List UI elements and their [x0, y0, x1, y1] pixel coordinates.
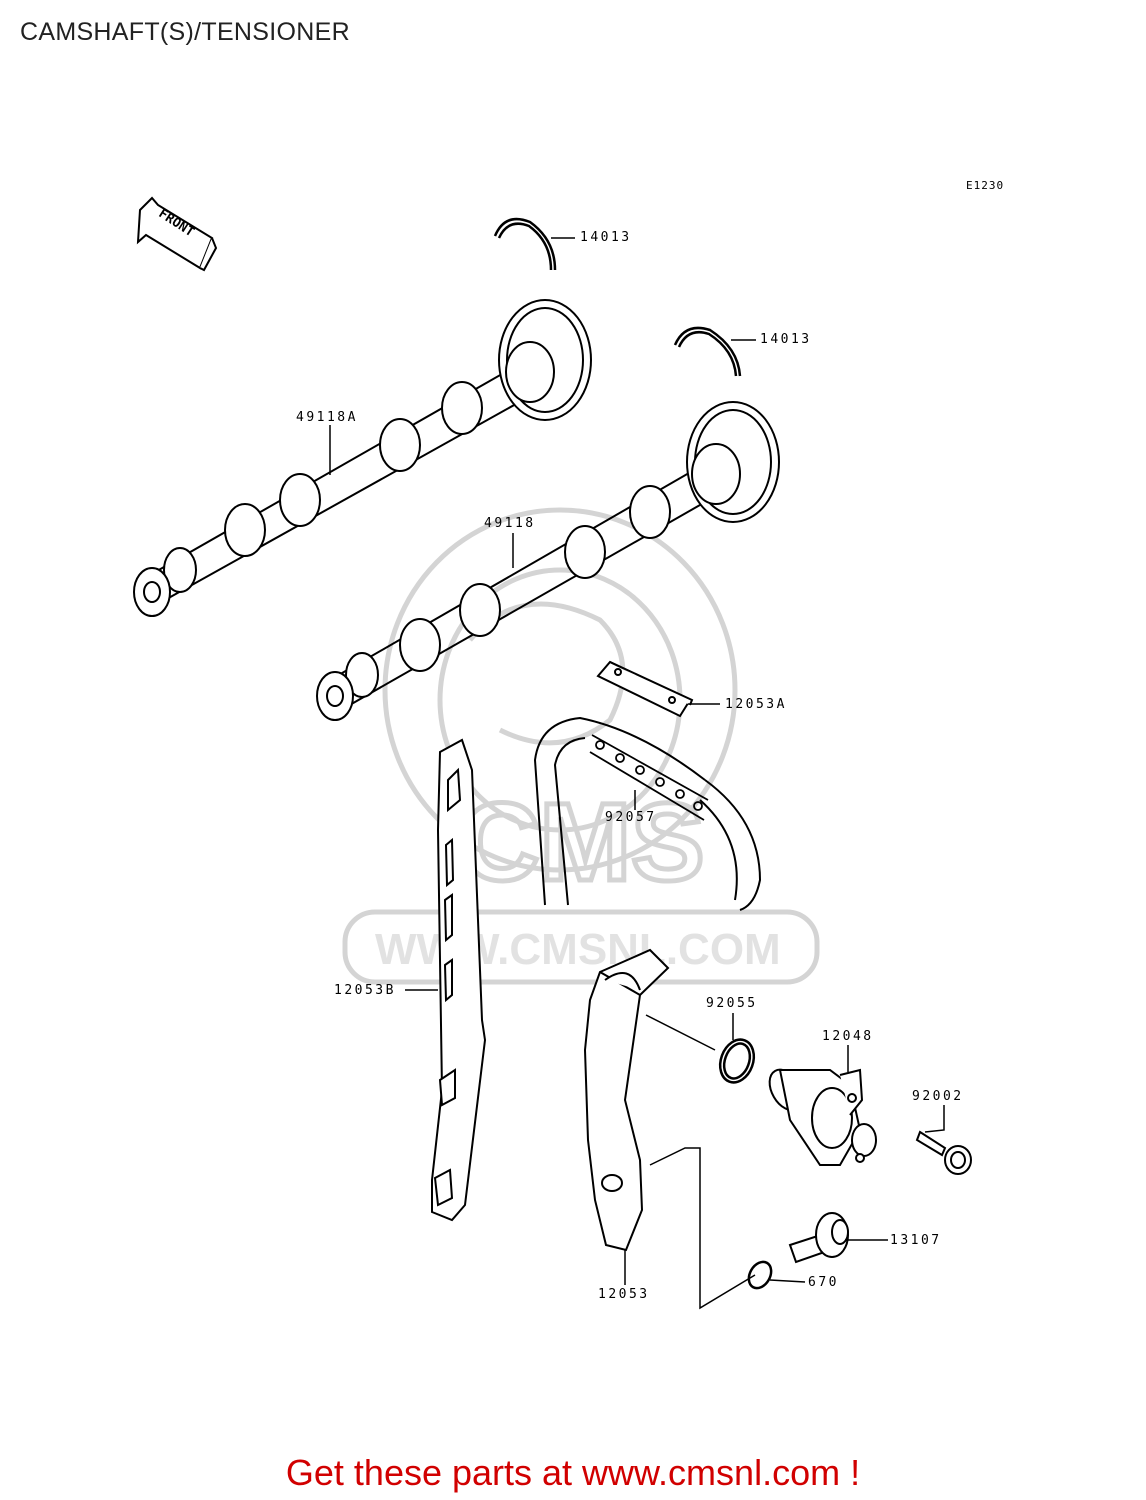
part-label-12053B[interactable]: 12053B	[334, 983, 396, 998]
chain-guide-12053A	[596, 660, 694, 718]
cap-bolt-13107	[788, 1212, 849, 1264]
leader-lines	[329, 237, 945, 1310]
part-label-92055[interactable]: 92055	[706, 996, 758, 1011]
watermark-url-text: WWW.CMSNL.COM	[375, 925, 781, 974]
cam-gear-49118A	[498, 299, 592, 421]
tensioner-assy-12048	[768, 1068, 877, 1166]
front-arrow-icon: FRONT	[136, 196, 218, 272]
tensioner-guide-12053	[583, 948, 670, 1252]
circlip-14013-upper	[493, 217, 557, 271]
part-label-49118A[interactable]: 49118A	[296, 410, 358, 425]
chain-guide-12053B	[431, 738, 487, 1222]
part-label-92057[interactable]: 92057	[605, 810, 657, 825]
part-label-12053[interactable]: 12053	[598, 1287, 650, 1302]
part-label-14013-lower[interactable]: 14013	[760, 332, 812, 347]
part-label-12048[interactable]: 12048	[822, 1029, 874, 1044]
diagram-code: E1230	[966, 179, 1005, 192]
part-label-49118[interactable]: 49118	[484, 516, 536, 531]
gasket-670	[747, 1260, 773, 1290]
page-title: CAMSHAFT(S)/TENSIONER	[20, 18, 350, 46]
part-label-670[interactable]: 670	[808, 1275, 839, 1290]
part-label-14013-upper[interactable]: 14013	[580, 230, 632, 245]
part-label-13107[interactable]: 13107	[890, 1233, 942, 1248]
watermark-logo-text: CMS	[460, 781, 704, 904]
o-ring-92055	[718, 1038, 756, 1084]
part-label-92002[interactable]: 92002	[912, 1089, 964, 1104]
promo-link[interactable]: Get these parts at www.cmsnl.com !	[285, 1452, 861, 1493]
camshaft-49118A	[133, 299, 592, 617]
circlip-14013-lower	[673, 326, 742, 377]
cam-gear-49118	[686, 401, 780, 523]
bolt-92002	[915, 1130, 972, 1175]
cmsnl-watermark: CMS WWW.CMSNL.COM	[342, 507, 820, 985]
camshaft-49118	[316, 401, 780, 721]
part-label-12053A[interactable]: 12053A	[725, 697, 787, 712]
cam-chain-92057	[533, 716, 762, 911]
